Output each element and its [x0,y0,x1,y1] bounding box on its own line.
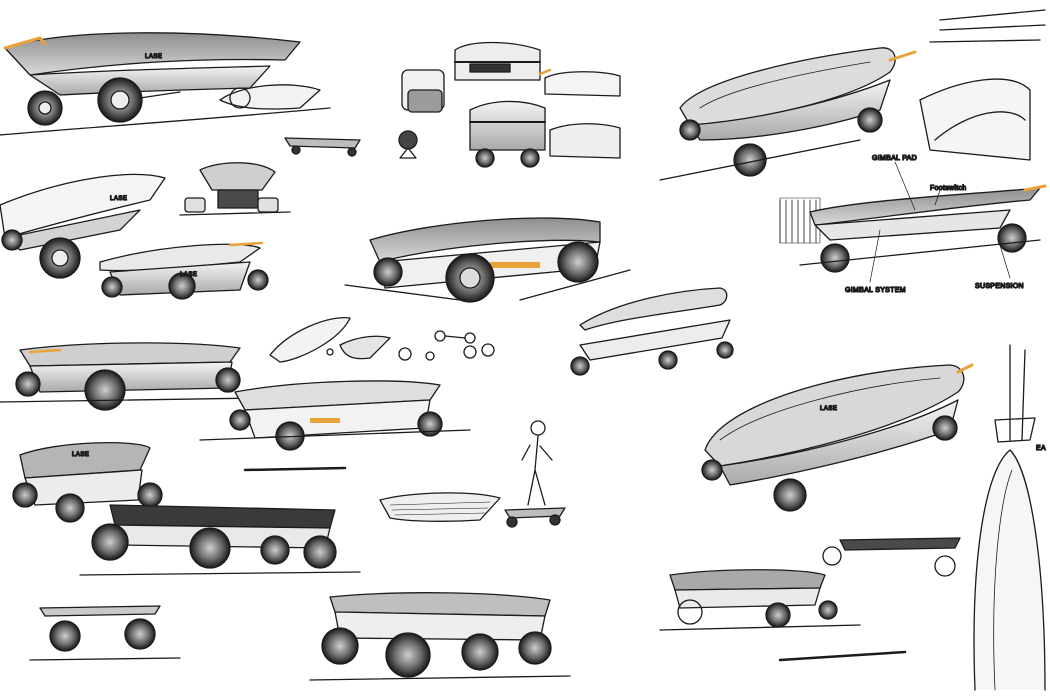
sketch-cart-bottom-center [309,592,571,681]
sketch-board-left-3: LASE [99,241,269,300]
sketch-cart-mid-left [199,380,471,451]
brand-mark-5: LASE [72,452,89,458]
sketch-skater-figure [504,420,566,528]
sketch-board-left-2: LASE [0,173,166,279]
label-gimbal-system: GIMBAL SYSTEM [845,287,906,294]
sketch-board-left-4 [0,342,261,411]
sketch-board-large-right: LASE [701,363,974,512]
sketch-tall-handle: EA [973,344,1046,691]
label-gimbal-pad: GIMBAL PAD [872,155,917,162]
label-suspension: SUSPENSION [975,283,1024,290]
sketch-gimbal-unit [179,162,291,216]
brand-mark-2: LASE [110,196,127,202]
brand-mark-3: LASE [180,272,197,278]
sketch-cart-bottom-mid-left [79,504,361,576]
sketch-hatched-board [379,492,501,522]
label-partial-edge: EA [1036,445,1046,452]
sketch-board-bottom-left-2 [29,605,181,661]
sketch-deck-mid-right [570,287,734,376]
sketch-board-top-left: LASE [0,32,331,136]
sketch-exploded-parts [269,316,495,363]
sketch-board-small [284,137,361,157]
label-footswitch: Footswitch [930,185,966,192]
brand-mark-1: LASE [145,54,162,60]
sketch-deck-top-right [659,9,1046,181]
brand-mark-4: LASE [820,406,837,412]
sketch-board-bottom-left: LASE [12,442,163,523]
sketch-cart-center [344,217,631,303]
sketch-annotated-board: GIMBAL PAD Footswitch GIMBAL SYSTEM SUSP… [779,154,1047,295]
sketch-board-bottom-right [659,537,961,662]
sketch-stroke-bottom [243,466,347,472]
sketch-cooler-group [398,41,621,168]
